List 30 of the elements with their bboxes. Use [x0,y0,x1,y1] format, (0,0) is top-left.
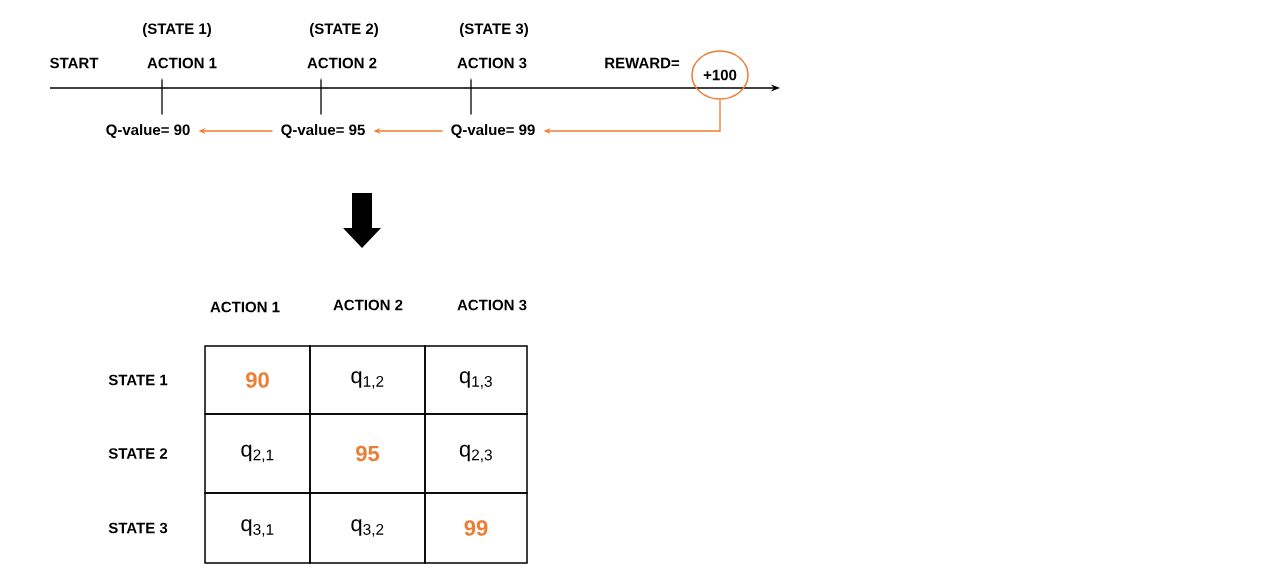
value-label: Q-value= 95 [281,124,365,138]
highlighted-cell: 90 [204,345,311,415]
text-label: (STATE 1) [143,23,211,37]
circled-value: +100 [691,50,749,100]
table-cell: q$_{2,1}$ [204,413,311,494]
row-header: STATE 3 [108,522,168,534]
tick-line [320,78,322,116]
action-label: ACTION 3 [457,57,527,69]
value-label: Q-value= 90 [106,124,190,138]
column-header: ACTION 2 [333,299,403,311]
column-header: ACTION 1 [210,301,280,313]
action-label: ACTION 1 [147,57,217,69]
text-label: REWARD= [605,57,680,69]
table-cell: q$_{1,2}$ [309,345,426,415]
table-cell: q$_{3,2}$ [309,492,426,564]
row-header: STATE 2 [108,448,168,459]
table-cell: q$_{1,3}$ [424,345,528,415]
tick-line [470,78,472,116]
text-label: START [50,57,99,69]
highlighted-cell: 95 [309,413,426,494]
column-header: ACTION 3 [457,299,527,311]
row-header: STATE 1 [108,374,168,386]
table-cell: q$_{3,1}$ [204,492,311,564]
value-label: Q-value= 99 [451,124,535,138]
text-label: (STATE 3) [460,23,528,37]
tick-line [161,78,163,116]
action-label: ACTION 2 [307,57,377,69]
text-label: (STATE 2) [310,23,378,37]
table-cell: q$_{2,3}$ [424,413,528,494]
highlighted-cell: 99 [424,492,528,564]
